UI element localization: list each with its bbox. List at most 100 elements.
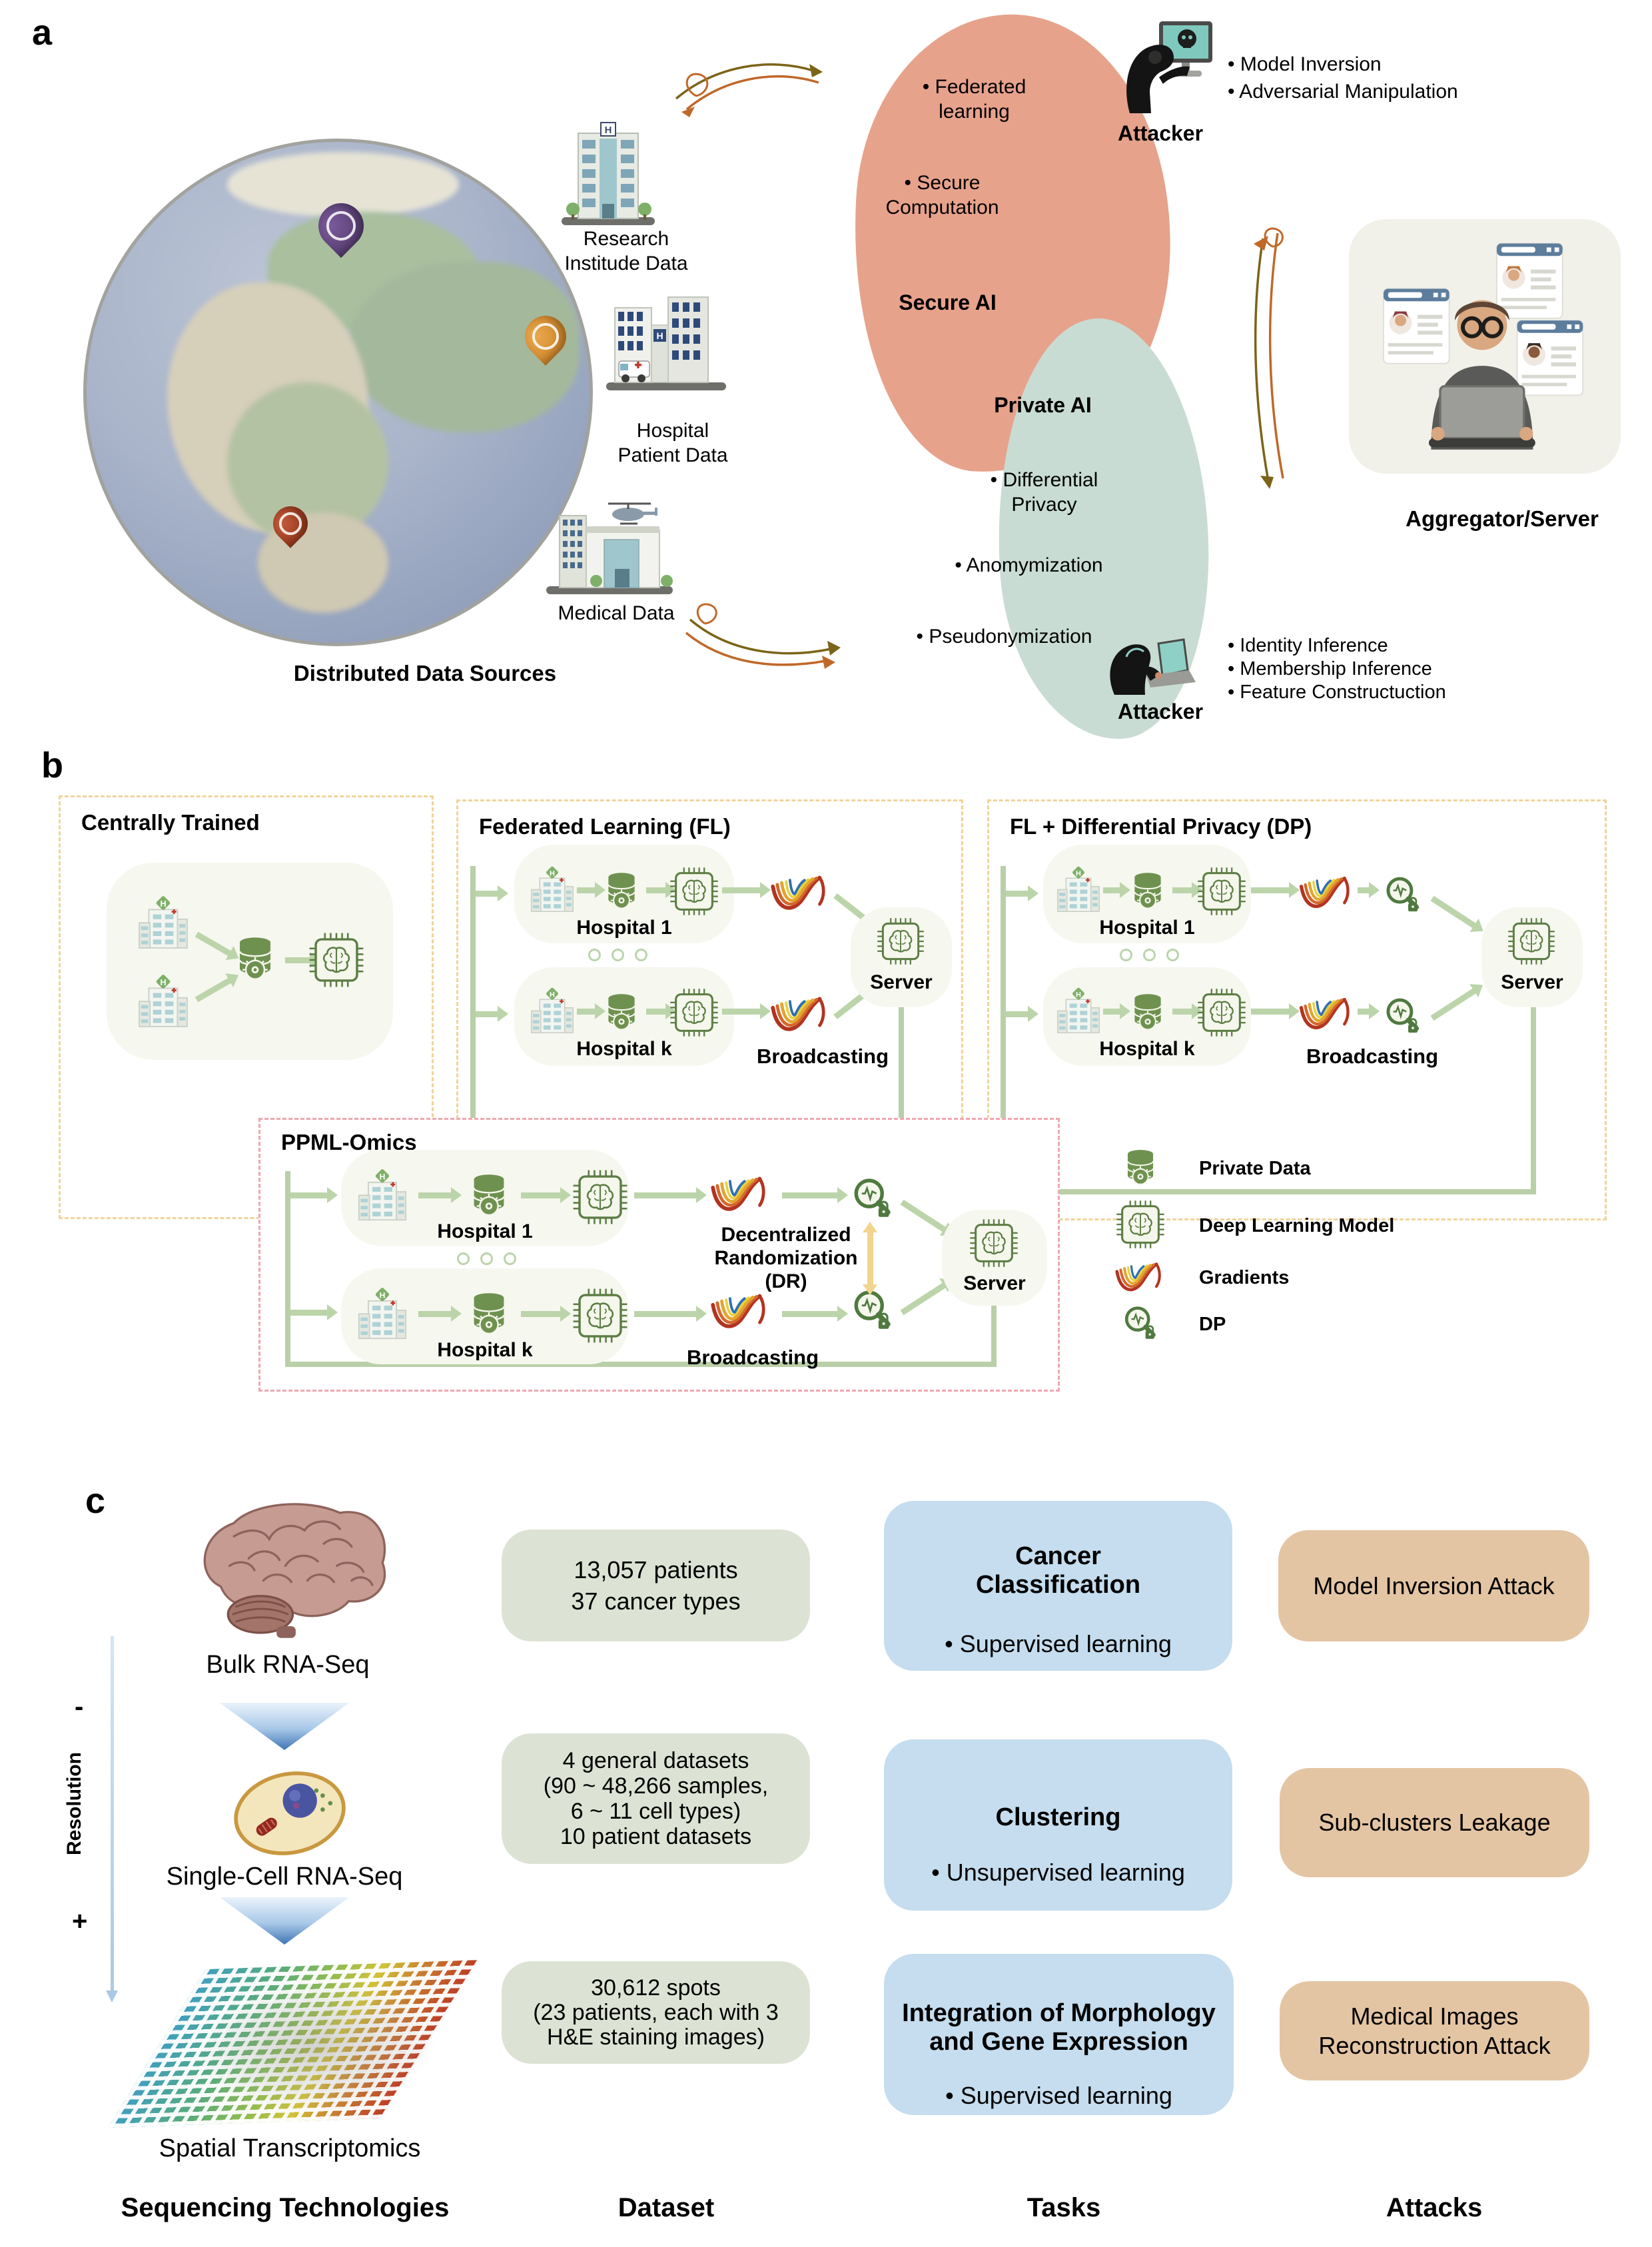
medical-data-label: Medical Data [558,602,675,624]
private-data-icon [238,937,272,983]
distributed-data-sources-caption: Distributed Data Sources [293,661,557,685]
legend-dp-label: DP [1199,1314,1226,1335]
hospital-icon [531,986,574,1033]
private-data-icon [608,872,635,912]
ellipsis-dots-icon [574,949,661,961]
arrow-icon [577,1003,606,1019]
arrow-icon [782,1187,848,1203]
server-chip-icon [969,1218,1019,1268]
secure-ai-title: Secure AI [899,290,997,314]
arrow-icon [1172,1003,1202,1019]
broadcast-line [470,866,476,1194]
arrow-icon [646,882,676,898]
legend-gradients-icon [1112,1258,1168,1300]
hospital-icon [358,1168,407,1221]
attack-box-medical-images: Medical Images Reconstruction Attack [1280,1981,1589,2080]
header-attacks: Attacks [1386,2193,1483,2222]
broadcast-line [285,1362,997,1367]
server-chip-icon [1507,917,1556,966]
arrow-icon [722,882,771,898]
task-box-clustering: Clustering • Unsupervised learning [884,1739,1232,1911]
panel-b-label: b [41,745,63,785]
ellipsis-dots-icon [1106,949,1192,961]
arrow-icon [1251,1003,1300,1019]
header-tasks: Tasks [1027,2193,1101,2222]
ppml-server-label: Server [963,1272,1026,1294]
data-transfer-arrows-right-icon [1254,227,1284,489]
arrow-icon [521,1187,571,1203]
hospital-icon [139,895,188,949]
brain-icon [203,1503,386,1638]
arrow-icon [418,1306,462,1322]
task1-bullet: • Supervised learning [945,1630,1172,1657]
task-box-cancer-classification: Cancer Classification • Supervised learn… [884,1501,1232,1671]
deep-learning-model-icon [1196,987,1247,1038]
spatial-transcriptomics-figure [100,1960,486,2135]
deep-learning-model-icon [1196,866,1247,917]
arrow-icon [634,1306,707,1322]
hospital-icon [531,865,574,912]
ppml-hospital1-label: Hospital 1 [437,1220,533,1242]
private-ai-title: Private AI [994,393,1092,417]
broadcast-line [1001,1189,1535,1194]
dp-icon [1380,994,1427,1041]
legend-gradients-label: Gradients [1199,1267,1290,1288]
arrow-icon [476,1006,508,1022]
arrow-icon [782,1306,848,1322]
task-box-integration: Integration of Morphology and Gene Expre… [884,1954,1234,2115]
down-arrow-triangle-icon [219,1897,350,1945]
private-ai-item-anonymization: • Anomymization [955,554,1103,576]
arrow-icon [1103,882,1130,898]
arrow-icon [1358,1003,1380,1019]
task2-title: Clustering [995,1803,1121,1831]
fldp-broadcasting-label: Broadcasting [1306,1045,1439,1068]
fl-hospital1-label: Hospital 1 [576,917,672,939]
deep-learning-model-icon [669,866,719,917]
private-data-icon [473,1173,505,1220]
dp-icon [847,1174,899,1226]
attacker-at-laptop-icon [1110,638,1196,695]
attack-box-model-inversion: Model Inversion Attack [1278,1530,1589,1641]
legend-private-data-icon [1126,1149,1154,1188]
research-institute-building-icon: H [562,122,655,225]
deep-learning-model-icon [669,987,719,1038]
broadcast-line [285,1171,290,1367]
gradients-icon [707,1171,774,1222]
arrow-icon [1006,1006,1038,1022]
private-ai-item-pseudonymization: • Pseudonymization [916,626,1092,648]
svg-text:H: H [656,330,663,341]
dataset-box-bulk: 13,057 patients 37 cancer types [502,1530,810,1641]
fl-server-label: Server [870,971,933,993]
arrow-icon [646,1003,676,1019]
task3-title: Integration of Morphology and Gene Expre… [902,1999,1216,2056]
task1-title: Cancer Classification [975,1542,1141,1599]
decentralized-randomization-label: Decentralized Randomization (DR) [714,1224,858,1292]
arrow-icon [722,1003,771,1019]
fl-hospitalk-label: Hospital k [576,1038,672,1060]
arrow-icon [418,1187,462,1203]
fldp-hospitalk-label: Hospital k [1099,1038,1195,1060]
research-institute-label: Research Institude Data [564,228,688,274]
resolution-minus-label: - [75,1692,84,1721]
private-data-icon [1134,872,1162,912]
resolution-axis [106,1636,118,2003]
arrow-icon [1358,882,1380,898]
legend-dp-icon [1119,1302,1163,1346]
private-data-icon [473,1292,505,1338]
aggregator-server-label: Aggregator/Server [1406,506,1599,531]
private-data-icon [1134,993,1162,1033]
broadcast-line [991,1303,997,1364]
attacker-bottom-bullets: • Identity Inference • Membership Infere… [1228,635,1446,703]
arrow-icon [1006,885,1038,901]
dp-icon [1380,873,1427,919]
attacker-top-label: Attacker [1117,121,1204,145]
fl-dp-title: FL + Differential Privacy (DP) [1010,814,1312,839]
fldp-server-label: Server [1501,971,1563,993]
arrow-icon [634,1187,707,1203]
hospital-icon [1057,865,1100,912]
legend-deep-learning-model-label: Deep Learning Model [1199,1215,1395,1236]
gradients-icon [1298,993,1356,1039]
ellipsis-dots-icon [443,1252,530,1265]
arrow-icon [1251,882,1300,898]
bulk-rna-seq-label: Bulk RNA-Seq [206,1651,370,1679]
